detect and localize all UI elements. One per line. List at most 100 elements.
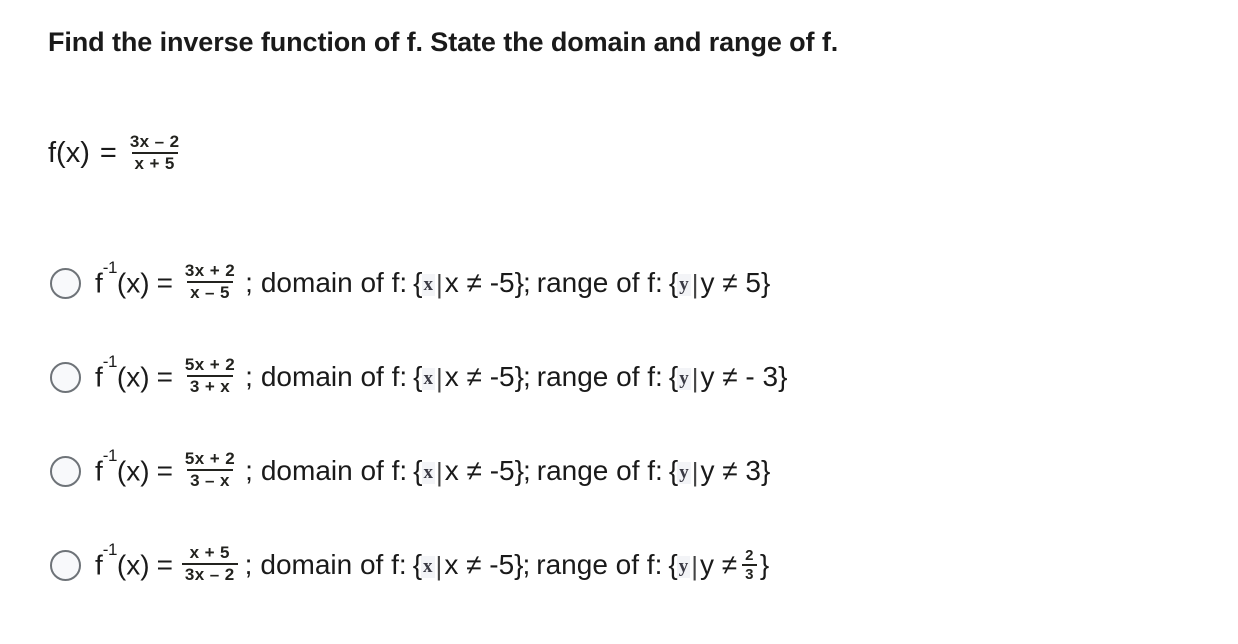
option-c-numerator: 5x + 2: [184, 449, 236, 469]
arg-a: (x): [116, 267, 150, 299]
option-d-numerator: x + 5: [189, 543, 230, 563]
answer-options-list: f-1(x) = 3x + 2 x – 5 ; domain of f: {x|…: [0, 236, 1238, 612]
range-fraction-numerator-d: 2: [745, 546, 754, 564]
range-pipe-a: |: [691, 268, 699, 299]
option-c-denominator: 3 – x: [187, 469, 233, 490]
equals-c: =: [156, 455, 173, 486]
given-function-denominator: x + 5: [131, 151, 178, 173]
given-function-numerator: 3x – 2: [129, 132, 180, 151]
range-setvar-c: y: [677, 462, 691, 484]
domain-pipe-a: |: [436, 268, 443, 299]
domain-setvar-c: x: [421, 462, 436, 484]
equals-d: =: [156, 549, 173, 580]
domain-close-brace-b: }: [514, 361, 524, 392]
semicolon-d: ;: [244, 549, 253, 580]
domain-setvar-a: x: [421, 274, 436, 296]
answer-option-d[interactable]: f-1(x) = x + 5 3x – 2 ; domain of f: {x|…: [0, 518, 1238, 612]
answer-option-b-text: f-1(x) = 5x + 2 3 + x ; domain of f: {x|…: [95, 352, 787, 397]
domain-prefix-b: domain of f:: [260, 361, 408, 392]
domain-close-brace-d: }: [514, 549, 523, 580]
answer-option-c-text: f-1(x) = 5x + 2 3 – x ; domain of f: {x|…: [95, 446, 770, 491]
domain-pipe-c: |: [436, 456, 443, 487]
domain-condition-c: x ≠ -5: [444, 455, 515, 486]
range-fraction-denominator-d: 3: [742, 563, 757, 583]
equals-b: =: [156, 361, 173, 392]
option-d-fraction: x + 5 3x – 2: [181, 543, 238, 584]
domain-condition-d: x ≠ -5: [444, 549, 515, 580]
exponent-d: -1: [102, 539, 118, 559]
arg-c: (x): [116, 455, 150, 487]
domain-prefix-a: domain of f:: [260, 267, 408, 298]
range-close-brace-c: }: [760, 455, 770, 486]
f-letter-b: f: [95, 361, 103, 393]
option-b-numerator: 5x + 2: [184, 355, 236, 375]
domain-setvar-d: x: [421, 556, 435, 578]
answer-option-a-text: f-1(x) = 3x + 2 x – 5 ; domain of f: {x|…: [95, 258, 770, 303]
answer-option-a[interactable]: f-1(x) = 3x + 2 x – 5 ; domain of f: {x|…: [0, 236, 1238, 330]
domain-open-brace-d: {: [412, 549, 422, 580]
range-open-brace-c: {: [668, 455, 678, 486]
answer-option-b[interactable]: f-1(x) = 5x + 2 3 + x ; domain of f: {x|…: [0, 330, 1238, 424]
domain-pipe-b: |: [436, 362, 443, 393]
answer-option-c[interactable]: f-1(x) = 5x + 2 3 – x ; domain of f: {x|…: [0, 424, 1238, 518]
domain-open-brace-b: {: [413, 361, 422, 392]
domain-condition-b: x ≠ -5: [444, 361, 515, 392]
domain-pipe-d: |: [435, 550, 443, 581]
range-condition-c: y ≠ 3: [700, 455, 761, 486]
arg-b: (x): [116, 361, 150, 393]
option-d-denominator: 3x – 2: [181, 563, 238, 584]
given-function-equals: =: [99, 137, 117, 170]
inverse-function-label-a: f-1(x): [95, 258, 150, 299]
range-prefix-c: range of f:: [536, 455, 663, 486]
given-function-fraction: 3x – 2 x + 5: [127, 133, 183, 173]
option-b-fraction: 5x + 2 3 + x: [182, 356, 238, 396]
range-condition-a: y ≠ 5: [700, 267, 761, 298]
given-function: f(x) = 3x – 2 x + 5: [48, 133, 183, 174]
range-open-brace-d: {: [668, 549, 677, 580]
range-prefix-d: range of f:: [536, 549, 663, 580]
range-setvar-d: y: [676, 556, 691, 578]
range-close-brace-a: }: [760, 267, 770, 298]
option-a-denominator: x – 5: [187, 281, 233, 302]
option-b-denominator: 3 + x: [186, 375, 234, 396]
inverse-function-label-b: f-1(x): [95, 352, 150, 393]
range-setvar-b: y: [677, 368, 691, 390]
radio-button-b[interactable]: [50, 361, 81, 393]
domain-semicolon-b: ;: [522, 361, 531, 392]
domain-semicolon-d: ;: [522, 549, 531, 580]
domain-condition-a: x ≠ -5: [444, 267, 515, 298]
option-c-fraction: 5x + 2 3 – x: [182, 450, 238, 490]
inverse-function-label-c: f-1(x): [95, 446, 150, 487]
exponent-c: -1: [102, 445, 118, 465]
range-condition-b: y ≠ - 3: [700, 361, 779, 392]
arg-d: (x): [116, 549, 150, 581]
domain-setvar-b: x: [421, 368, 436, 390]
f-letter-d: f: [95, 549, 103, 581]
range-close-brace-b: }: [778, 361, 787, 392]
given-function-lhs: f(x): [48, 137, 90, 170]
equals-a: =: [156, 267, 173, 298]
domain-open-brace-c: {: [413, 455, 422, 486]
option-a-numerator: 3x + 2: [184, 261, 236, 281]
range-open-brace-b: {: [668, 361, 678, 392]
range-pipe-c: |: [691, 456, 699, 487]
range-condition-d: y ≠: [700, 549, 738, 580]
inverse-function-label-d: f-1(x): [95, 540, 150, 581]
domain-close-brace-a: }: [514, 267, 524, 298]
domain-semicolon-a: ;: [522, 267, 531, 298]
radio-button-a[interactable]: [50, 267, 81, 299]
radio-button-d[interactable]: [50, 549, 81, 581]
domain-prefix-d: domain of f:: [260, 549, 407, 580]
domain-open-brace-a: {: [413, 267, 422, 298]
domain-prefix-c: domain of f:: [260, 455, 408, 486]
domain-close-brace-c: }: [514, 455, 524, 486]
f-letter-c: f: [95, 455, 103, 487]
option-a-fraction: 3x + 2 x – 5: [182, 262, 238, 302]
semicolon-b: ;: [245, 361, 253, 392]
range-open-brace-a: {: [668, 267, 678, 298]
range-prefix-b: range of f:: [536, 361, 663, 392]
range-setvar-a: y: [677, 274, 691, 296]
radio-button-c[interactable]: [50, 455, 81, 487]
